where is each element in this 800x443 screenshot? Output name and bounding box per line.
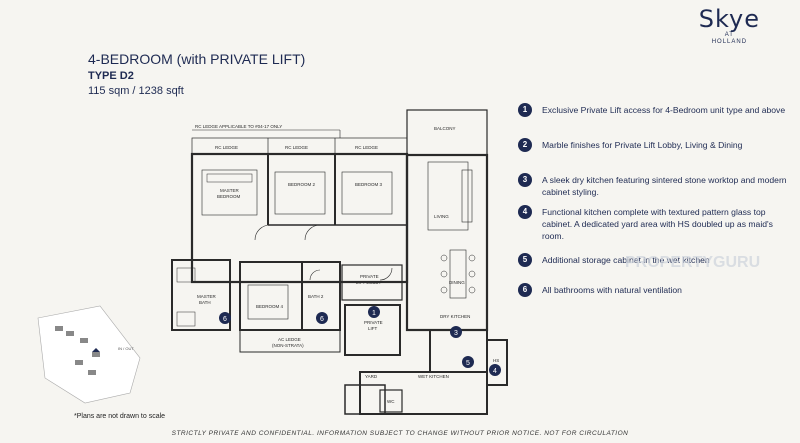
master-bedroom-label: MASTER bbox=[220, 188, 240, 193]
marker-1: 1 bbox=[372, 310, 376, 317]
feature-text: Functional kitchen complete with texture… bbox=[542, 207, 773, 241]
propertyguru-watermark: PROPERTYGURU bbox=[625, 254, 760, 271]
bedroom-2-label: BEDROOM 2 bbox=[288, 182, 316, 187]
feature-item-4: 4 Functional kitchen complete with textu… bbox=[518, 205, 788, 254]
logo-name: Skye bbox=[698, 5, 760, 33]
rc-ledge-note: RC LEDGE APPLICABLE TO #04-17 ONLY bbox=[195, 124, 282, 129]
feature-item-2: 2 Marble finishes for Private Lift Lobby… bbox=[518, 138, 788, 174]
master-bath-label: MASTER bbox=[197, 294, 217, 299]
private-lift-lobby-label: LIFT LOBBY bbox=[356, 280, 381, 285]
master-bedroom-label: BEDROOM bbox=[217, 194, 241, 199]
rc-ledge-label: RC LEDGE bbox=[285, 145, 308, 150]
dry-kitchen-label: DRY KITCHEN bbox=[440, 314, 470, 319]
ac-ledge-label: (NON-STRATA) bbox=[272, 343, 304, 348]
rc-ledge-label: RC LEDGE bbox=[355, 145, 378, 150]
feature-text: Exclusive Private Lift access for 4-Bedr… bbox=[542, 105, 786, 115]
watermark-text: PROPERTYGURU bbox=[625, 254, 760, 271]
private-lift-label: PRIVATE bbox=[364, 320, 383, 325]
unit-area: 115 sqm / 1238 sqft bbox=[88, 85, 184, 97]
feature-item-5: 5 Additional storage cabinet in the wet … bbox=[518, 253, 788, 284]
feature-number-badge: 2 bbox=[518, 138, 532, 152]
living-label: LIVING bbox=[434, 214, 449, 219]
feature-number-badge: 1 bbox=[518, 103, 532, 117]
bedroom-3-label: BEDROOM 3 bbox=[355, 182, 383, 187]
private-lift-label: LIFT bbox=[368, 326, 378, 331]
marker-5: 5 bbox=[466, 360, 470, 367]
ac-ledge-label: AC LEDGE bbox=[278, 337, 301, 342]
feature-text: All bathrooms with natural ventilation bbox=[542, 285, 682, 295]
marker-6: 6 bbox=[320, 316, 324, 323]
plan-markers: 1 3 4 5 6 6 bbox=[219, 306, 501, 376]
feature-text: Marble finishes for Private Lift Lobby, … bbox=[542, 140, 743, 150]
feature-text: Additional storage cabinet in the wet ki… bbox=[542, 255, 710, 265]
balcony-label: BALCONY bbox=[434, 126, 456, 131]
yard-label: YARD bbox=[365, 374, 378, 379]
feature-number-badge: 3 bbox=[518, 173, 532, 187]
feature-number-badge: 6 bbox=[518, 283, 532, 297]
marker-3: 3 bbox=[454, 330, 458, 337]
feature-item-6: 6 All bathrooms with natural ventilation bbox=[518, 283, 788, 297]
brand-logo: Skye AT HOLLAND bbox=[699, 6, 760, 46]
marker-4: 4 bbox=[493, 368, 497, 375]
private-lift-lobby-label: PRIVATE bbox=[360, 274, 379, 279]
logo-sub-holland: HOLLAND bbox=[711, 39, 748, 45]
wet-kitchen-label: WET KITCHEN bbox=[418, 374, 449, 379]
site-in-out-label: IN / OUT bbox=[118, 346, 134, 351]
confidential-footer: STRICTLY PRIVATE AND CONFIDENTIAL. INFOR… bbox=[171, 430, 629, 437]
dining-label: DINING bbox=[449, 280, 465, 285]
wc-label: WC bbox=[387, 399, 395, 404]
feature-item-3: 3 A sleek dry kitchen featuring sintered… bbox=[518, 173, 788, 206]
logo-sub-at: AT bbox=[724, 32, 734, 38]
feature-number-badge: 4 bbox=[518, 205, 532, 219]
rc-ledge-label: RC LEDGE bbox=[215, 145, 238, 150]
unit-title: 4-BEDROOM (with PRIVATE LIFT) bbox=[88, 51, 306, 67]
hs-label: HS bbox=[493, 358, 499, 363]
marker-6: 6 bbox=[223, 316, 227, 323]
bath-2-label: BATH 2 bbox=[308, 294, 324, 299]
bedroom-4-label: BEDROOM 4 bbox=[256, 304, 284, 309]
feature-text: A sleek dry kitchen featuring sintered s… bbox=[542, 175, 787, 197]
floor-plan: RC LEDGE APPLICABLE TO #04-17 ONLY RC LE… bbox=[171, 109, 508, 415]
feature-list: 1 Exclusive Private Lift access for 4-Be… bbox=[518, 103, 788, 297]
feature-item-1: 1 Exclusive Private Lift access for 4-Be… bbox=[518, 103, 788, 139]
master-bath-label: BATH bbox=[199, 300, 211, 305]
feature-number-badge: 5 bbox=[518, 253, 532, 267]
unit-type: TYPE D2 bbox=[88, 70, 134, 82]
scale-note: *Plans are not drawn to scale bbox=[74, 413, 166, 420]
site-plan-thumbnail: IN / OUT bbox=[37, 305, 141, 404]
